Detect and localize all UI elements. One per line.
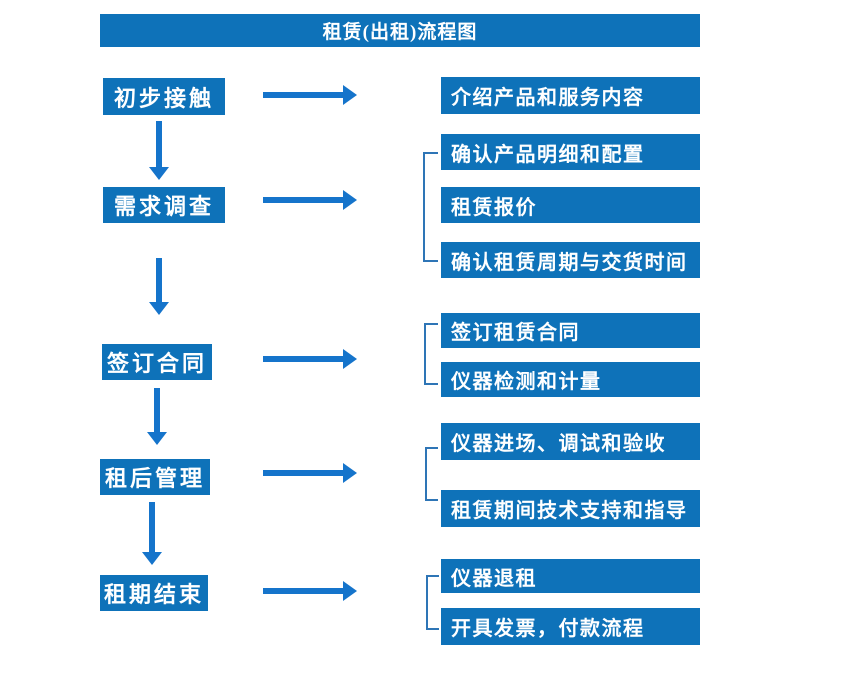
right-arrow-1	[263, 85, 357, 105]
detail-rental-tech-support: 租赁期间技术支持和指导	[441, 490, 700, 527]
arrow-head	[149, 302, 169, 315]
arrow-shaft	[263, 470, 343, 476]
step-rental-end: 租期结束	[100, 575, 208, 611]
arrow-head	[343, 190, 357, 210]
step-sign-contract: 签订合同	[102, 344, 212, 380]
right-arrow-2	[263, 190, 357, 210]
arrow-shaft	[263, 588, 343, 594]
arrow-shaft	[156, 258, 162, 302]
detail-sign-rental-contract: 签订租赁合同	[441, 313, 700, 348]
step-post-rental-management: 租后管理	[100, 459, 210, 495]
arrow-shaft	[263, 92, 343, 98]
group-bracket-demand-survey	[423, 152, 438, 262]
group-bracket-rental-end	[426, 575, 439, 630]
arrow-head	[343, 581, 357, 601]
arrow-head	[343, 349, 357, 369]
arrow-shaft	[263, 356, 343, 362]
arrow-shaft	[149, 502, 155, 552]
arrow-shaft	[156, 121, 162, 167]
arrow-head	[343, 463, 357, 483]
arrow-head	[147, 432, 167, 445]
detail-rental-quotation: 租赁报价	[441, 187, 700, 223]
flowchart-title: 租赁(出租)流程图	[100, 14, 700, 47]
step-demand-survey: 需求调查	[103, 187, 225, 223]
arrow-shaft	[154, 388, 160, 432]
arrow-head	[149, 167, 169, 180]
arrow-head	[142, 552, 162, 565]
detail-instrument-testing-measurement: 仪器检测和计量	[441, 362, 700, 397]
arrow-head	[343, 85, 357, 105]
right-arrow-5	[263, 581, 357, 601]
arrow-shaft	[263, 197, 343, 203]
group-bracket-post-rental	[425, 447, 438, 501]
detail-introduce-products-services: 介绍产品和服务内容	[441, 77, 700, 114]
group-bracket-sign-contract	[424, 323, 438, 385]
right-arrow-3	[263, 349, 357, 369]
step-initial-contact: 初步接触	[103, 78, 225, 115]
detail-invoice-payment: 开具发票，付款流程	[441, 608, 700, 645]
detail-confirm-product-details-config: 确认产品明细和配置	[441, 134, 700, 170]
right-arrow-4	[263, 463, 357, 483]
detail-instrument-entry-commissioning: 仪器进场、调试和验收	[441, 423, 700, 460]
detail-instrument-return: 仪器退租	[441, 559, 700, 593]
detail-confirm-rental-period-delivery: 确认租赁周期与交货时间	[441, 242, 700, 278]
